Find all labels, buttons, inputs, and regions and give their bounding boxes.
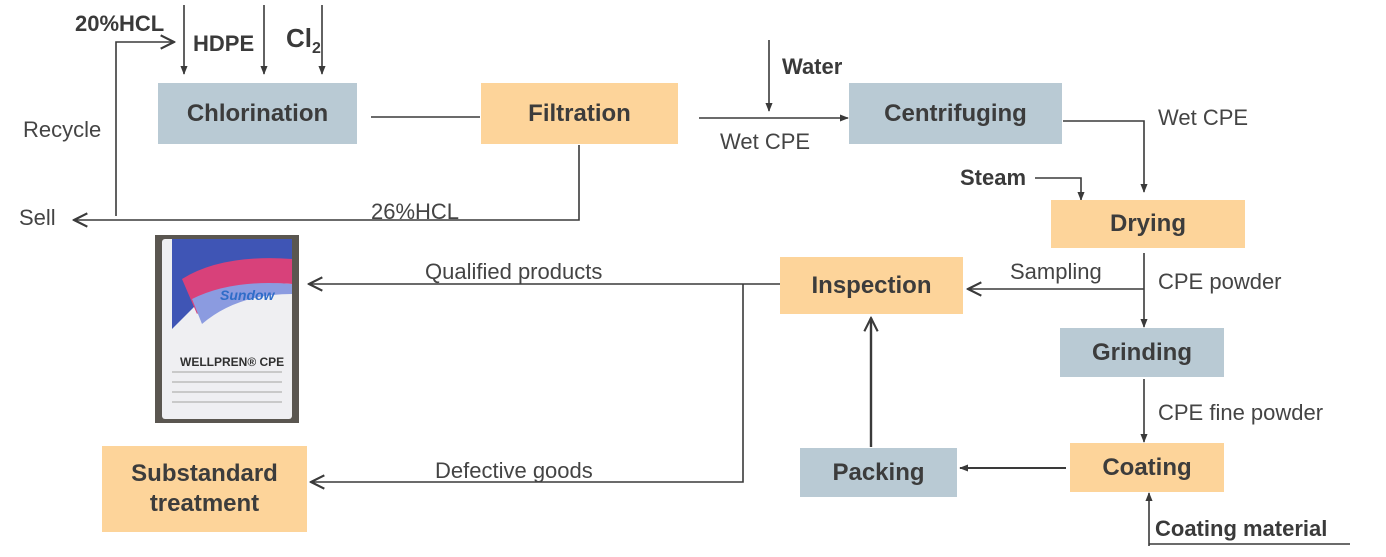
packing-label: Packing xyxy=(832,458,925,486)
hdpe-label: HDPE xyxy=(193,31,255,56)
hcl20-label: 20%HCL xyxy=(75,11,165,36)
drying-box: Drying xyxy=(1051,200,1245,248)
qualified-products-label: Qualified products xyxy=(425,259,603,284)
drying-label: Drying xyxy=(1109,210,1186,237)
sampling-label: Sampling xyxy=(1010,259,1102,284)
centrifuging-label: Centrifuging xyxy=(884,99,1027,127)
sell-label: Sell xyxy=(19,205,56,230)
product-bag-body: Sundow WELLPREN® CPE xyxy=(162,239,292,419)
coating-box: Coating xyxy=(1070,443,1224,492)
defective-goods-arrow xyxy=(311,284,744,482)
coating-material-label: Coating material xyxy=(1155,516,1328,541)
filtration-label: Filtration xyxy=(528,99,631,127)
hcl26-sell-line xyxy=(74,145,580,220)
wet-cpe-label-1: Wet CPE xyxy=(720,129,811,154)
filtration-box: Filtration xyxy=(481,83,678,144)
water-label: Water xyxy=(782,54,843,79)
chlorination-box: Chlorination xyxy=(158,83,357,144)
cl2-label-base: Cl xyxy=(286,23,312,53)
centrifuging-box: Centrifuging xyxy=(849,83,1062,144)
product-bag-image: Sundow WELLPREN® CPE xyxy=(155,235,299,423)
defective-goods-label: Defective goods xyxy=(435,458,593,483)
wet-cpe-label-2: Wet CPE xyxy=(1158,105,1249,130)
packing-box: Packing xyxy=(800,448,957,497)
product-bag-graphic xyxy=(172,239,292,403)
steam-input-arrow xyxy=(1035,177,1085,201)
wet-cpe-arrow-2 xyxy=(1063,120,1148,193)
product-bag-brand: Sundow xyxy=(220,287,275,303)
substandard-label-line1: Substandard xyxy=(131,460,278,487)
recycle-line xyxy=(115,42,174,216)
cpe-fine-powder-label: CPE fine powder xyxy=(1158,400,1324,425)
recycle-label: Recycle xyxy=(23,117,102,142)
substandard-treatment-box: Substandard treatment xyxy=(102,446,307,532)
cpe-powder-label: CPE powder xyxy=(1158,269,1282,294)
inspection-box: Inspection xyxy=(780,257,963,314)
grinding-box: Grinding xyxy=(1060,328,1224,377)
coating-label: Coating xyxy=(1102,453,1192,481)
product-bag-name: WELLPREN® CPE xyxy=(180,355,285,369)
steam-label: Steam xyxy=(960,165,1027,190)
substandard-label-line2: treatment xyxy=(149,490,260,517)
inspection-label: Inspection xyxy=(811,271,932,299)
grinding-label: Grinding xyxy=(1092,338,1192,366)
chlorination-label: Chlorination xyxy=(186,99,329,127)
hcl26-label: 26%HCL xyxy=(371,199,460,224)
cl2-label: Cl2 xyxy=(286,23,321,58)
cl2-label-sub: 2 xyxy=(312,40,321,58)
